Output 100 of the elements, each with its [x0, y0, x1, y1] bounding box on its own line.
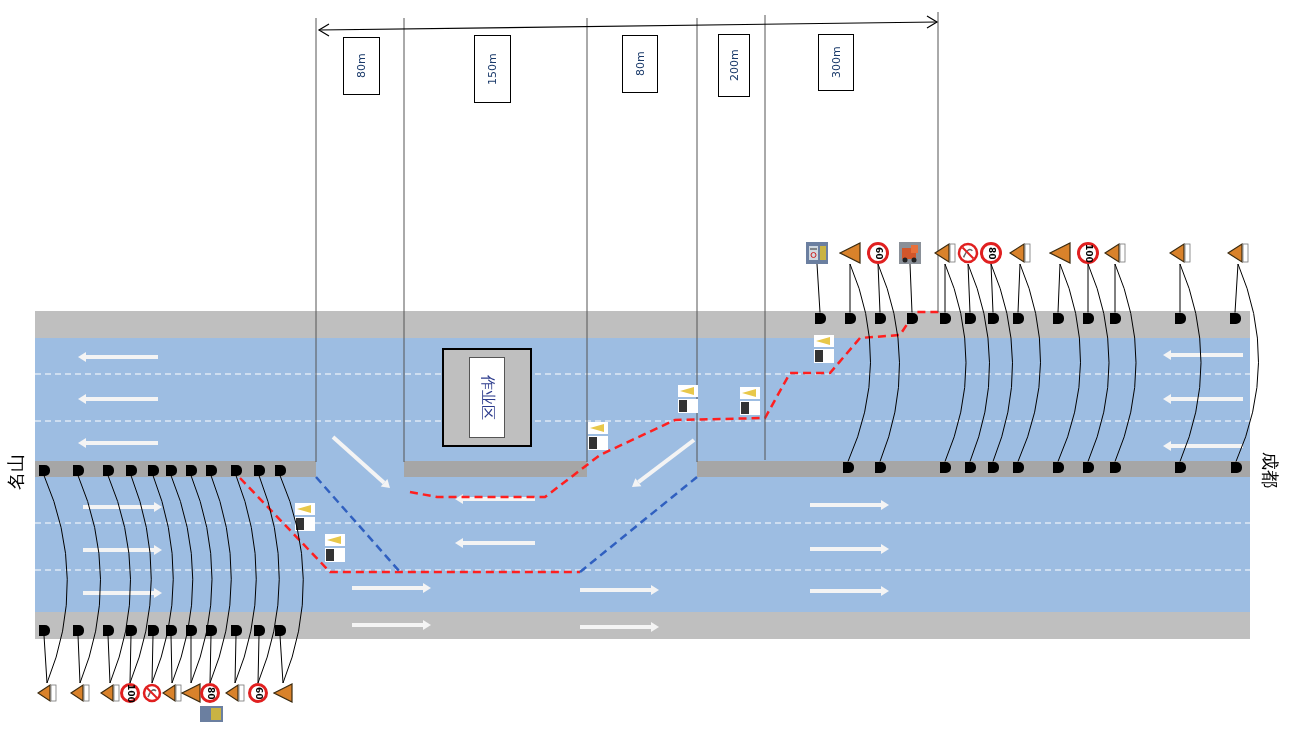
leader-line	[209, 475, 232, 684]
leader-line	[849, 263, 851, 313]
sign-post-marker	[147, 624, 159, 636]
warning-sign	[37, 683, 57, 703]
sign-post-marker	[814, 312, 826, 324]
leader-line	[170, 635, 173, 684]
sign-post-marker	[874, 461, 886, 473]
no-overtaking-sign	[142, 683, 162, 703]
dimension-label: 300m	[818, 34, 854, 91]
sign-post-marker	[102, 624, 114, 636]
sign-post-marker	[147, 464, 159, 476]
sign-post-marker	[987, 461, 999, 473]
leader-line	[129, 475, 152, 684]
sign-post-marker	[185, 464, 197, 476]
dimension-label: 200m	[718, 34, 750, 97]
leader-line	[909, 263, 913, 313]
sign-post-marker	[1174, 461, 1186, 473]
leader-line	[170, 475, 194, 684]
leader-line	[990, 263, 994, 313]
leader-line	[1235, 263, 1259, 462]
leader-line	[990, 263, 1013, 462]
leader-line	[257, 475, 280, 684]
sign-post-marker	[185, 624, 197, 636]
leader-line	[1114, 263, 1116, 313]
sign-post-marker	[165, 464, 177, 476]
sign-post-marker	[274, 464, 286, 476]
warning-sign	[1104, 242, 1126, 264]
warning-sign	[839, 242, 861, 264]
sign-post-marker	[1052, 461, 1064, 473]
no-overtaking-sign	[957, 242, 979, 264]
sign-post-marker	[906, 312, 918, 324]
sign-post-marker	[1052, 312, 1064, 324]
leader-line	[190, 475, 213, 684]
sign-post-marker	[1082, 461, 1094, 473]
leader-line	[279, 475, 304, 684]
leader-line	[190, 635, 192, 684]
warning-sign	[181, 683, 201, 703]
speed-limit-sign: 60	[248, 683, 268, 703]
leader-line	[279, 635, 284, 684]
sign-post-marker	[964, 312, 976, 324]
sign-post-marker	[253, 624, 265, 636]
warning-sign	[225, 683, 245, 703]
leader-line	[1017, 263, 1041, 462]
sign-post-marker	[939, 312, 951, 324]
leader-line	[1234, 263, 1239, 313]
sign-post-marker	[1230, 461, 1242, 473]
sign-post-marker	[230, 624, 242, 636]
work-zone-label: 作业区	[469, 356, 505, 438]
leader-line	[107, 635, 111, 684]
warning-sign	[1049, 242, 1071, 264]
sign-post-marker	[253, 464, 265, 476]
leader-line	[234, 635, 237, 684]
sign-post-marker	[964, 461, 976, 473]
leader-line	[1114, 263, 1137, 462]
leader-line	[43, 635, 48, 684]
leader-line	[129, 635, 132, 684]
leader-line	[1179, 263, 1202, 462]
sign-post-marker	[125, 624, 137, 636]
sign-post-marker	[939, 461, 951, 473]
leader-line	[944, 263, 946, 313]
leader-line	[1057, 263, 1061, 313]
speed-limit-sign: 100	[1077, 242, 1099, 264]
warning-sign	[162, 683, 182, 703]
sign-post-marker	[230, 464, 242, 476]
speed-limit-sign: 80	[980, 242, 1002, 264]
leader-line	[1087, 263, 1089, 313]
sign-post-marker	[1174, 312, 1186, 324]
leader-line	[1057, 263, 1081, 462]
dimension-label: 150m	[474, 35, 511, 103]
place-name: 成都	[1259, 451, 1282, 490]
dimension-label: 80m	[343, 37, 380, 95]
sign-post-marker	[72, 464, 84, 476]
speed-limit-sign: 80	[200, 683, 220, 703]
sign-post-marker	[38, 624, 50, 636]
leader-line	[944, 263, 967, 462]
sign-post-marker	[1012, 461, 1024, 473]
leader-line	[1017, 263, 1021, 313]
leader-line	[1179, 263, 1181, 313]
leader-line	[77, 475, 101, 684]
leader-line	[43, 475, 68, 684]
photo	[806, 242, 828, 264]
sign-post-marker	[1109, 461, 1121, 473]
sign-post-marker	[205, 464, 217, 476]
leader-line	[1087, 263, 1110, 462]
leader-line	[107, 475, 131, 684]
sign-post-marker	[205, 624, 217, 636]
sign-post-marker	[1012, 312, 1024, 324]
work-zone-box	[442, 347, 532, 447]
sign-post-marker	[165, 624, 177, 636]
leader-line	[209, 635, 212, 684]
dimension-label: 80m	[622, 35, 658, 93]
warning-sign	[70, 683, 90, 703]
sign-post-marker	[1082, 312, 1094, 324]
leader-line	[847, 263, 871, 462]
photo	[899, 242, 921, 264]
leader-line	[77, 635, 81, 684]
warning-sign	[273, 683, 293, 703]
leader-line	[234, 475, 257, 684]
leader-line	[877, 263, 900, 462]
warning-sign	[1009, 242, 1031, 264]
